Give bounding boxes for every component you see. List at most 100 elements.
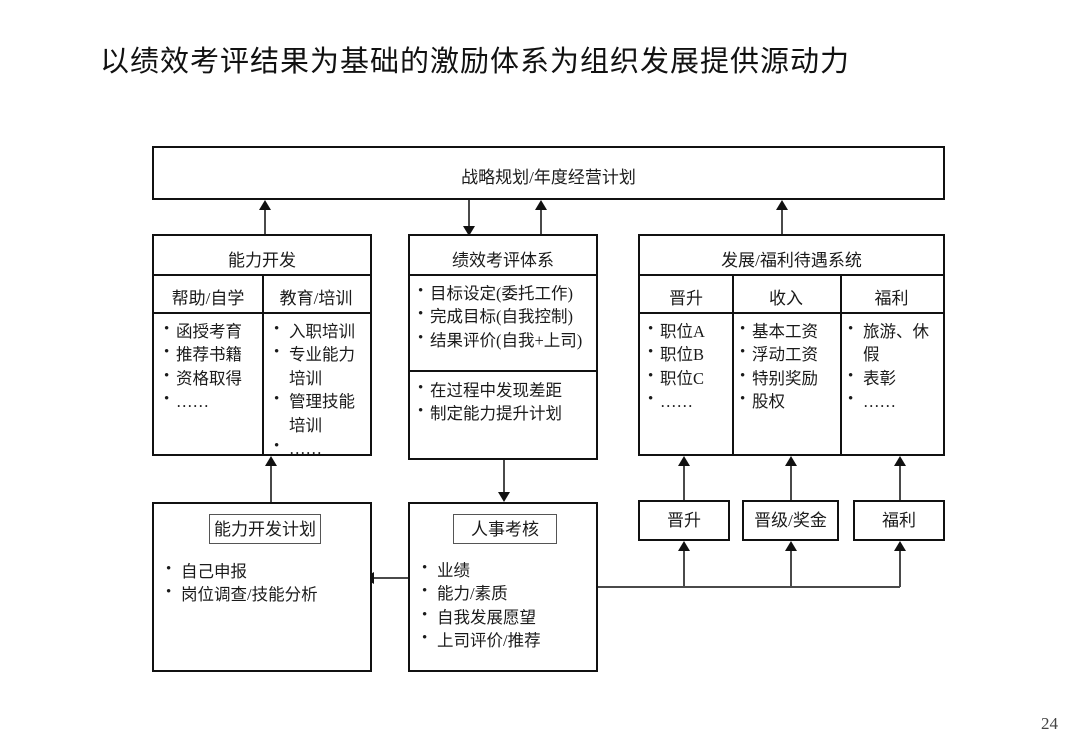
reward-box-welfare-label: 福利 (882, 511, 916, 530)
list-item: …… (274, 436, 369, 460)
welfare-box-header: 发展/福利待遇系统 (721, 251, 862, 270)
list-item: 管理技能 (274, 389, 369, 413)
connector-reward3-to-welfare (899, 464, 901, 500)
welfare-box-divider-v1 (732, 274, 734, 454)
list-item: 在过程中发现差距 (418, 378, 594, 402)
list-item: 表彰 (848, 366, 940, 390)
capability-plan-caption: 能力开发计划 (209, 514, 321, 544)
page-number: 24 (1041, 714, 1058, 733)
capability-col1-header: 帮助/自学 (171, 289, 245, 308)
arrow-up-welfare-to-strategy (776, 200, 788, 210)
list-item: 特别奖励 (740, 366, 836, 390)
arrow-up-reward1-to-welfare (678, 456, 690, 466)
arrow-up-bus-to-reward1 (678, 541, 690, 551)
hr-review-box: 人事考核 业绩 能力/素质 自我发展愿望 上司评价/推荐 (408, 502, 598, 672)
connector-plan-to-capability (270, 464, 272, 502)
capability-box-divider-v1 (262, 274, 264, 454)
reward-box-bonus-label: 晋级/奖金 (754, 511, 827, 530)
list-item: 推荐书籍 (164, 342, 256, 366)
list-item: 职位A (648, 319, 728, 343)
reward-box-promotion-label: 晋升 (667, 511, 701, 530)
connector-performance-to-hr-review (503, 460, 505, 494)
connector-bus-to-reward2 (790, 551, 792, 587)
capability-col2-items: 入职培训 专业能力 培训 管理技能 培训 …… (274, 319, 369, 461)
list-item: 职位C (648, 366, 728, 390)
list-item: 自己申报 (166, 559, 366, 583)
reward-box-bonus: 晋级/奖金 (742, 500, 839, 541)
list-item: 基本工资 (740, 319, 836, 343)
capability-col2-header: 教育/培训 (279, 289, 353, 308)
connector-capability-to-strategy (264, 208, 266, 234)
connector-hr-review-to-plan (372, 577, 408, 579)
connector-reward2-to-welfare (790, 464, 792, 500)
capability-plan-box: 能力开发计划 自己申报 岗位调查/技能分析 (152, 502, 372, 672)
list-item: 目标设定(委托工作) (418, 281, 594, 305)
connector-bus-to-reward1 (683, 551, 685, 587)
performance-box-divider-h1 (410, 274, 596, 276)
connector-bus-to-reward3 (899, 551, 901, 587)
list-item: 业绩 (422, 558, 592, 582)
arrow-down-performance-to-hr-review (498, 492, 510, 502)
list-item-continuation: 假 (863, 345, 880, 365)
performance-box-divider-h2 (410, 370, 596, 372)
list-item: 股权 (740, 389, 836, 413)
list-item: 上司评价/推荐 (422, 628, 592, 652)
welfare-col3-header: 福利 (874, 289, 909, 308)
arrow-up-bus-to-reward3 (894, 541, 906, 551)
connector-performance-to-strategy (540, 208, 542, 234)
welfare-development-box: 发展/福利待遇系统 晋升 收入 福利 职位A 职位B 职位C …… 基本工资 浮… (638, 234, 945, 456)
welfare-box-divider-h1 (640, 274, 943, 276)
list-item: 自我发展愿望 (422, 605, 592, 629)
page-title: 以绩效考评结果为基础的激励体系为组织发展提供源动力 (100, 46, 851, 78)
welfare-col3-items: 旅游、休 假 表彰 …… (848, 319, 940, 414)
connector-welfare-to-strategy (781, 208, 783, 234)
performance-appraisal-box: 绩效考评体系 目标设定(委托工作) 完成目标(自我控制) 结果评价(自我+上司)… (408, 234, 598, 460)
performance-section-one-items: 目标设定(委托工作) 完成目标(自我控制) 结果评价(自我+上司) (418, 281, 594, 352)
arrow-up-plan-to-capability (265, 456, 277, 466)
welfare-box-divider-v2 (840, 274, 842, 454)
strategy-box-label: 战略规划/年度经营计划 (461, 168, 636, 187)
welfare-col2-header: 收入 (769, 289, 803, 308)
reward-box-welfare: 福利 (853, 500, 945, 541)
list-item: 岗位调查/技能分析 (166, 582, 366, 606)
connector-strategy-to-performance (468, 200, 470, 228)
list-item-continuation: 培训 (289, 415, 322, 435)
list-item: 函授考育 (164, 319, 256, 343)
list-item: 制定能力提升计划 (418, 401, 594, 425)
welfare-col2-items: 基本工资 浮动工资 特别奖励 股权 (740, 319, 836, 414)
performance-section-two-items: 在过程中发现差距 制定能力提升计划 (418, 378, 594, 426)
list-item: …… (848, 389, 940, 413)
list-item: 完成目标(自我控制) (418, 304, 594, 328)
list-item: 资格取得 (164, 366, 256, 390)
connector-reward1-to-welfare (683, 464, 685, 500)
list-item: …… (648, 389, 728, 413)
capability-col1-items: 函授考育 推荐书籍 资格取得 …… (164, 319, 256, 414)
connector-hr-review-bus (598, 586, 900, 588)
welfare-box-divider-h2 (640, 312, 943, 314)
strategy-box: 战略规划/年度经营计划 (152, 146, 945, 200)
arrow-up-capability-to-strategy (259, 200, 271, 210)
performance-box-header: 绩效考评体系 (452, 251, 554, 270)
list-item: …… (164, 389, 256, 413)
list-item: 能力/素质 (422, 581, 592, 605)
welfare-col1-items: 职位A 职位B 职位C …… (648, 319, 728, 414)
arrow-up-reward2-to-welfare (785, 456, 797, 466)
hr-review-caption: 人事考核 (453, 514, 557, 544)
list-item: 专业能力 (274, 342, 369, 366)
list-item: 入职培训 (274, 319, 369, 343)
list-item: 结果评价(自我+上司) (418, 328, 594, 352)
list-item: 职位B (648, 342, 728, 366)
capability-development-box: 能力开发 帮助/自学 教育/培训 函授考育 推荐书籍 资格取得 …… 入职培训 … (152, 234, 372, 458)
list-item: 浮动工资 (740, 342, 836, 366)
arrow-down-strategy-to-performance (463, 226, 475, 236)
reward-box-promotion: 晋升 (638, 500, 730, 541)
capability-plan-items: 自己申报 岗位调查/技能分析 (166, 559, 366, 607)
capability-box-header: 能力开发 (228, 251, 296, 270)
arrow-up-performance-to-strategy (535, 200, 547, 210)
arrow-up-reward3-to-welfare (894, 456, 906, 466)
welfare-col1-header: 晋升 (669, 289, 703, 308)
hr-review-items: 业绩 能力/素质 自我发展愿望 上司评价/推荐 (422, 558, 592, 653)
list-item: 旅游、休 (848, 319, 940, 343)
list-item-continuation: 培训 (289, 368, 322, 388)
